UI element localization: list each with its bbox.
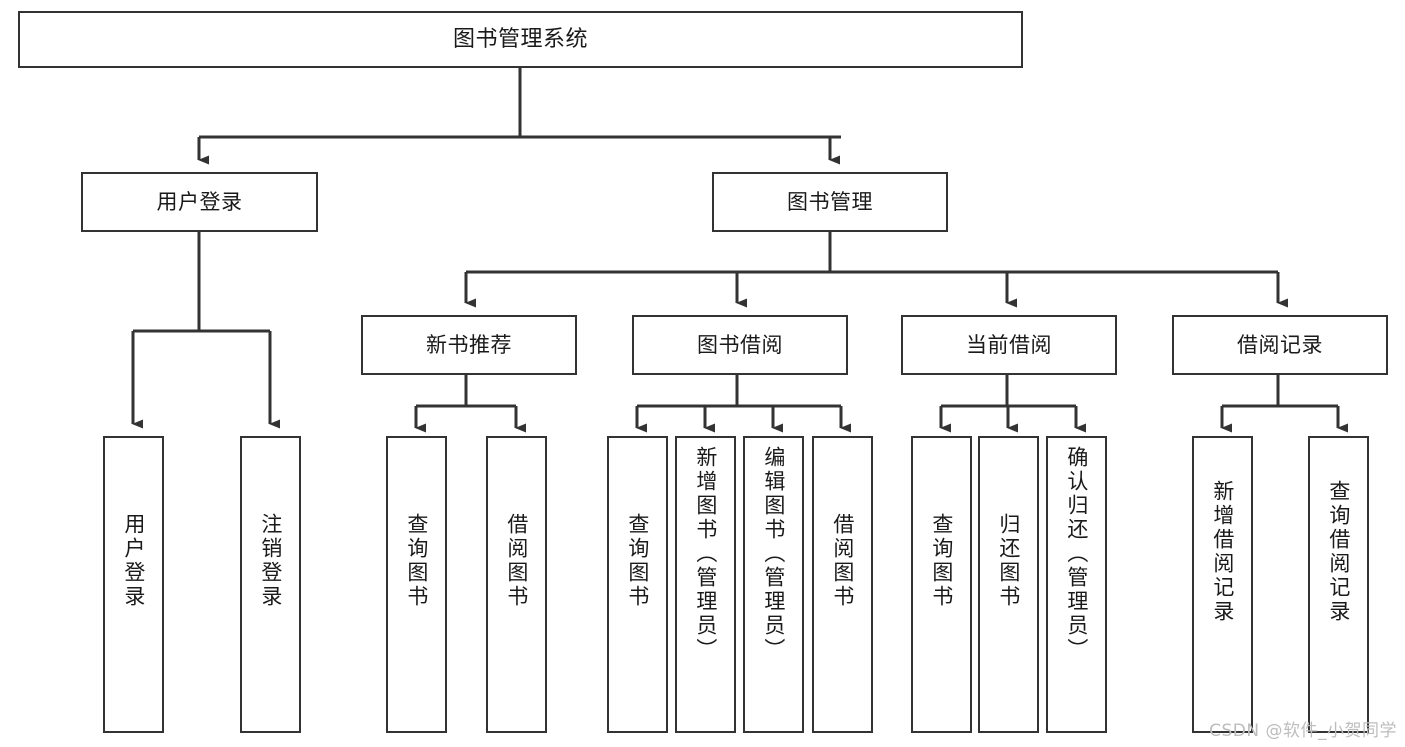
node-borrow-record-label: 借阅记录 [1237,332,1323,357]
node-root[interactable]: 图书管理系统 [18,11,1023,68]
leaf-query-book-2-label: 查询图书 [625,513,650,609]
leaf-query-borrow-record[interactable]: 查询借阅记录 [1308,436,1369,733]
node-new-book-recommend[interactable]: 新书推荐 [361,315,577,375]
node-root-label: 图书管理系统 [452,26,588,52]
node-book-management-label: 图书管理 [787,189,873,214]
leaf-add-book-label: 新增图书（管理员） [693,446,718,662]
node-borrow-record[interactable]: 借阅记录 [1172,315,1388,375]
leaf-query-book-2[interactable]: 查询图书 [607,436,668,733]
leaf-borrow-book-2[interactable]: 借阅图书 [812,436,873,733]
leaf-add-book[interactable]: 新增图书（管理员） [675,436,736,733]
leaf-query-borrow-record-label: 查询借阅记录 [1326,480,1351,624]
leaf-confirm-return[interactable]: 确认归还（管理员） [1046,436,1107,733]
node-book-borrow-label: 图书借阅 [697,332,783,357]
leaf-borrow-book-1[interactable]: 借阅图书 [486,436,547,733]
node-user-login-label: 用户登录 [156,189,243,214]
node-user-login[interactable]: 用户登录 [81,172,318,232]
leaf-query-book-3-label: 查询图书 [929,513,954,609]
node-new-book-recommend-label: 新书推荐 [426,332,512,357]
node-current-borrow[interactable]: 当前借阅 [901,315,1117,375]
leaf-user-login-label: 用户登录 [121,513,146,609]
leaf-add-borrow-record-label: 新增借阅记录 [1210,480,1235,624]
node-book-borrow[interactable]: 图书借阅 [632,315,848,375]
leaf-logout-login-label: 注销登录 [258,513,283,609]
leaf-return-book-label: 归还图书 [996,513,1021,609]
node-book-management[interactable]: 图书管理 [712,172,948,232]
leaf-borrow-book-1-label: 借阅图书 [504,513,529,609]
node-current-borrow-label: 当前借阅 [966,332,1052,357]
leaf-query-book-3[interactable]: 查询图书 [911,436,972,733]
leaf-query-book-1-label: 查询图书 [404,513,429,609]
leaf-query-book-1[interactable]: 查询图书 [386,436,447,733]
leaf-logout-login[interactable]: 注销登录 [240,436,301,733]
leaf-borrow-book-2-label: 借阅图书 [830,513,855,609]
watermark: CSDN @软件_小贺同学 [1209,721,1397,741]
leaf-edit-book-label: 编辑图书（管理员） [761,446,786,662]
leaf-add-borrow-record[interactable]: 新增借阅记录 [1192,436,1253,733]
leaf-confirm-return-label: 确认归还（管理员） [1064,446,1089,662]
leaf-return-book[interactable]: 归还图书 [978,436,1039,733]
leaf-user-login[interactable]: 用户登录 [103,436,164,733]
leaf-edit-book[interactable]: 编辑图书（管理员） [743,436,804,733]
